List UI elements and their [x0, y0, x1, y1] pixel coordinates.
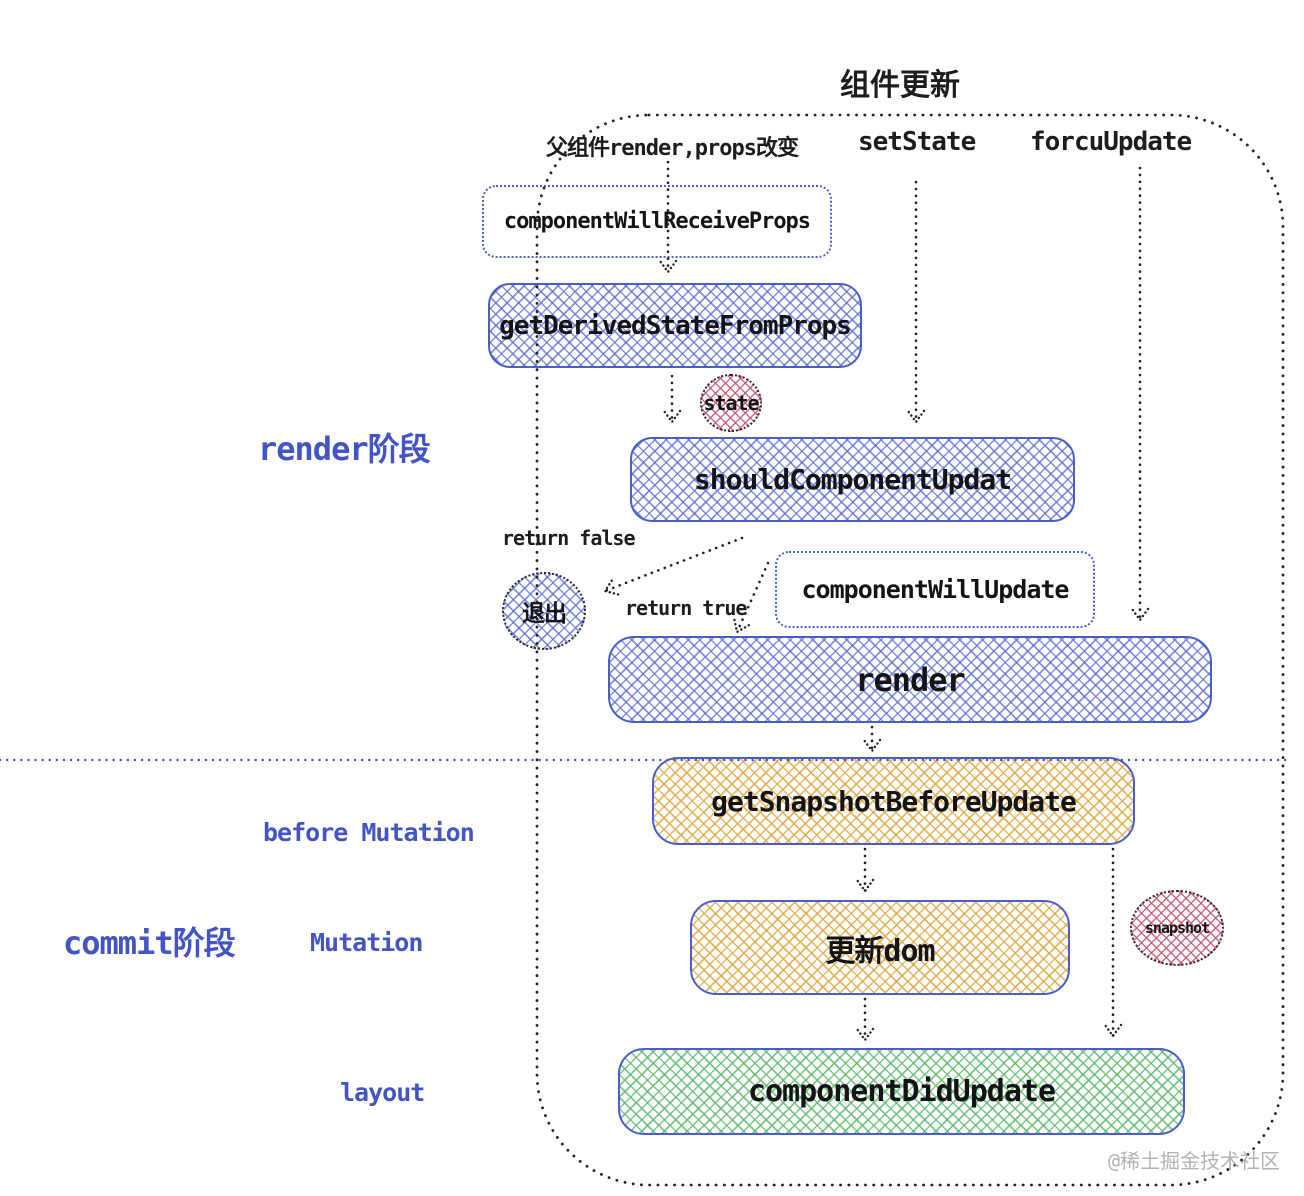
node-label: componentWillReceiveProps	[503, 209, 811, 234]
trigger-setstate-label: setState	[858, 127, 976, 157]
phase-render-label: render阶段	[258, 430, 431, 468]
badge-label: state	[703, 391, 759, 415]
node-render: render	[608, 636, 1212, 723]
node-label: componentWillUpdate	[801, 575, 1070, 604]
node-label: getDerivedStateFromProps	[499, 310, 852, 341]
node-label: componentDidUpdate	[747, 1074, 1056, 1109]
node-component-will-receive-props: componentWillReceiveProps	[482, 185, 832, 258]
snapshot-badge: snapshot	[1130, 890, 1224, 966]
node-label: render	[855, 660, 966, 699]
phase-mutation-label: Mutation	[310, 928, 423, 957]
phase-commit-label: commit阶段	[63, 924, 236, 962]
node-label: getSnapshotBeforeUpdate	[711, 784, 1077, 818]
phase-layout-label: layout	[340, 1078, 425, 1107]
trigger-parent-render-label: 父组件render,props改变	[546, 136, 799, 161]
node-update-dom: 更新dom	[690, 900, 1070, 995]
badge-label: 退出	[522, 601, 567, 627]
node-should-component-update: shouldComponentUpdat	[630, 437, 1075, 522]
node-get-snapshot-before-update: getSnapshotBeforeUpdate	[652, 757, 1135, 845]
exit-badge: 退出	[502, 572, 586, 650]
watermark: @稀土掘金技术社区	[1108, 1149, 1281, 1173]
node-get-derived-state-from-props: getDerivedStateFromProps	[488, 283, 862, 368]
state-badge: state	[700, 374, 762, 432]
node-label: shouldComponentUpdat	[693, 463, 1012, 496]
diagram-title: 组件更新	[840, 68, 960, 103]
trigger-forceupdate-label: forcuUpdate	[1030, 127, 1192, 157]
node-label: 更新dom	[825, 933, 935, 969]
node-component-did-update: componentDidUpdate	[618, 1048, 1185, 1135]
return-false-label: return false	[502, 526, 635, 550]
return-true-label: return true	[625, 596, 747, 620]
phase-before-mutation-label: before Mutation	[263, 818, 475, 847]
node-component-will-update: componentWillUpdate	[775, 551, 1095, 628]
badge-label: snapshot	[1144, 919, 1210, 937]
